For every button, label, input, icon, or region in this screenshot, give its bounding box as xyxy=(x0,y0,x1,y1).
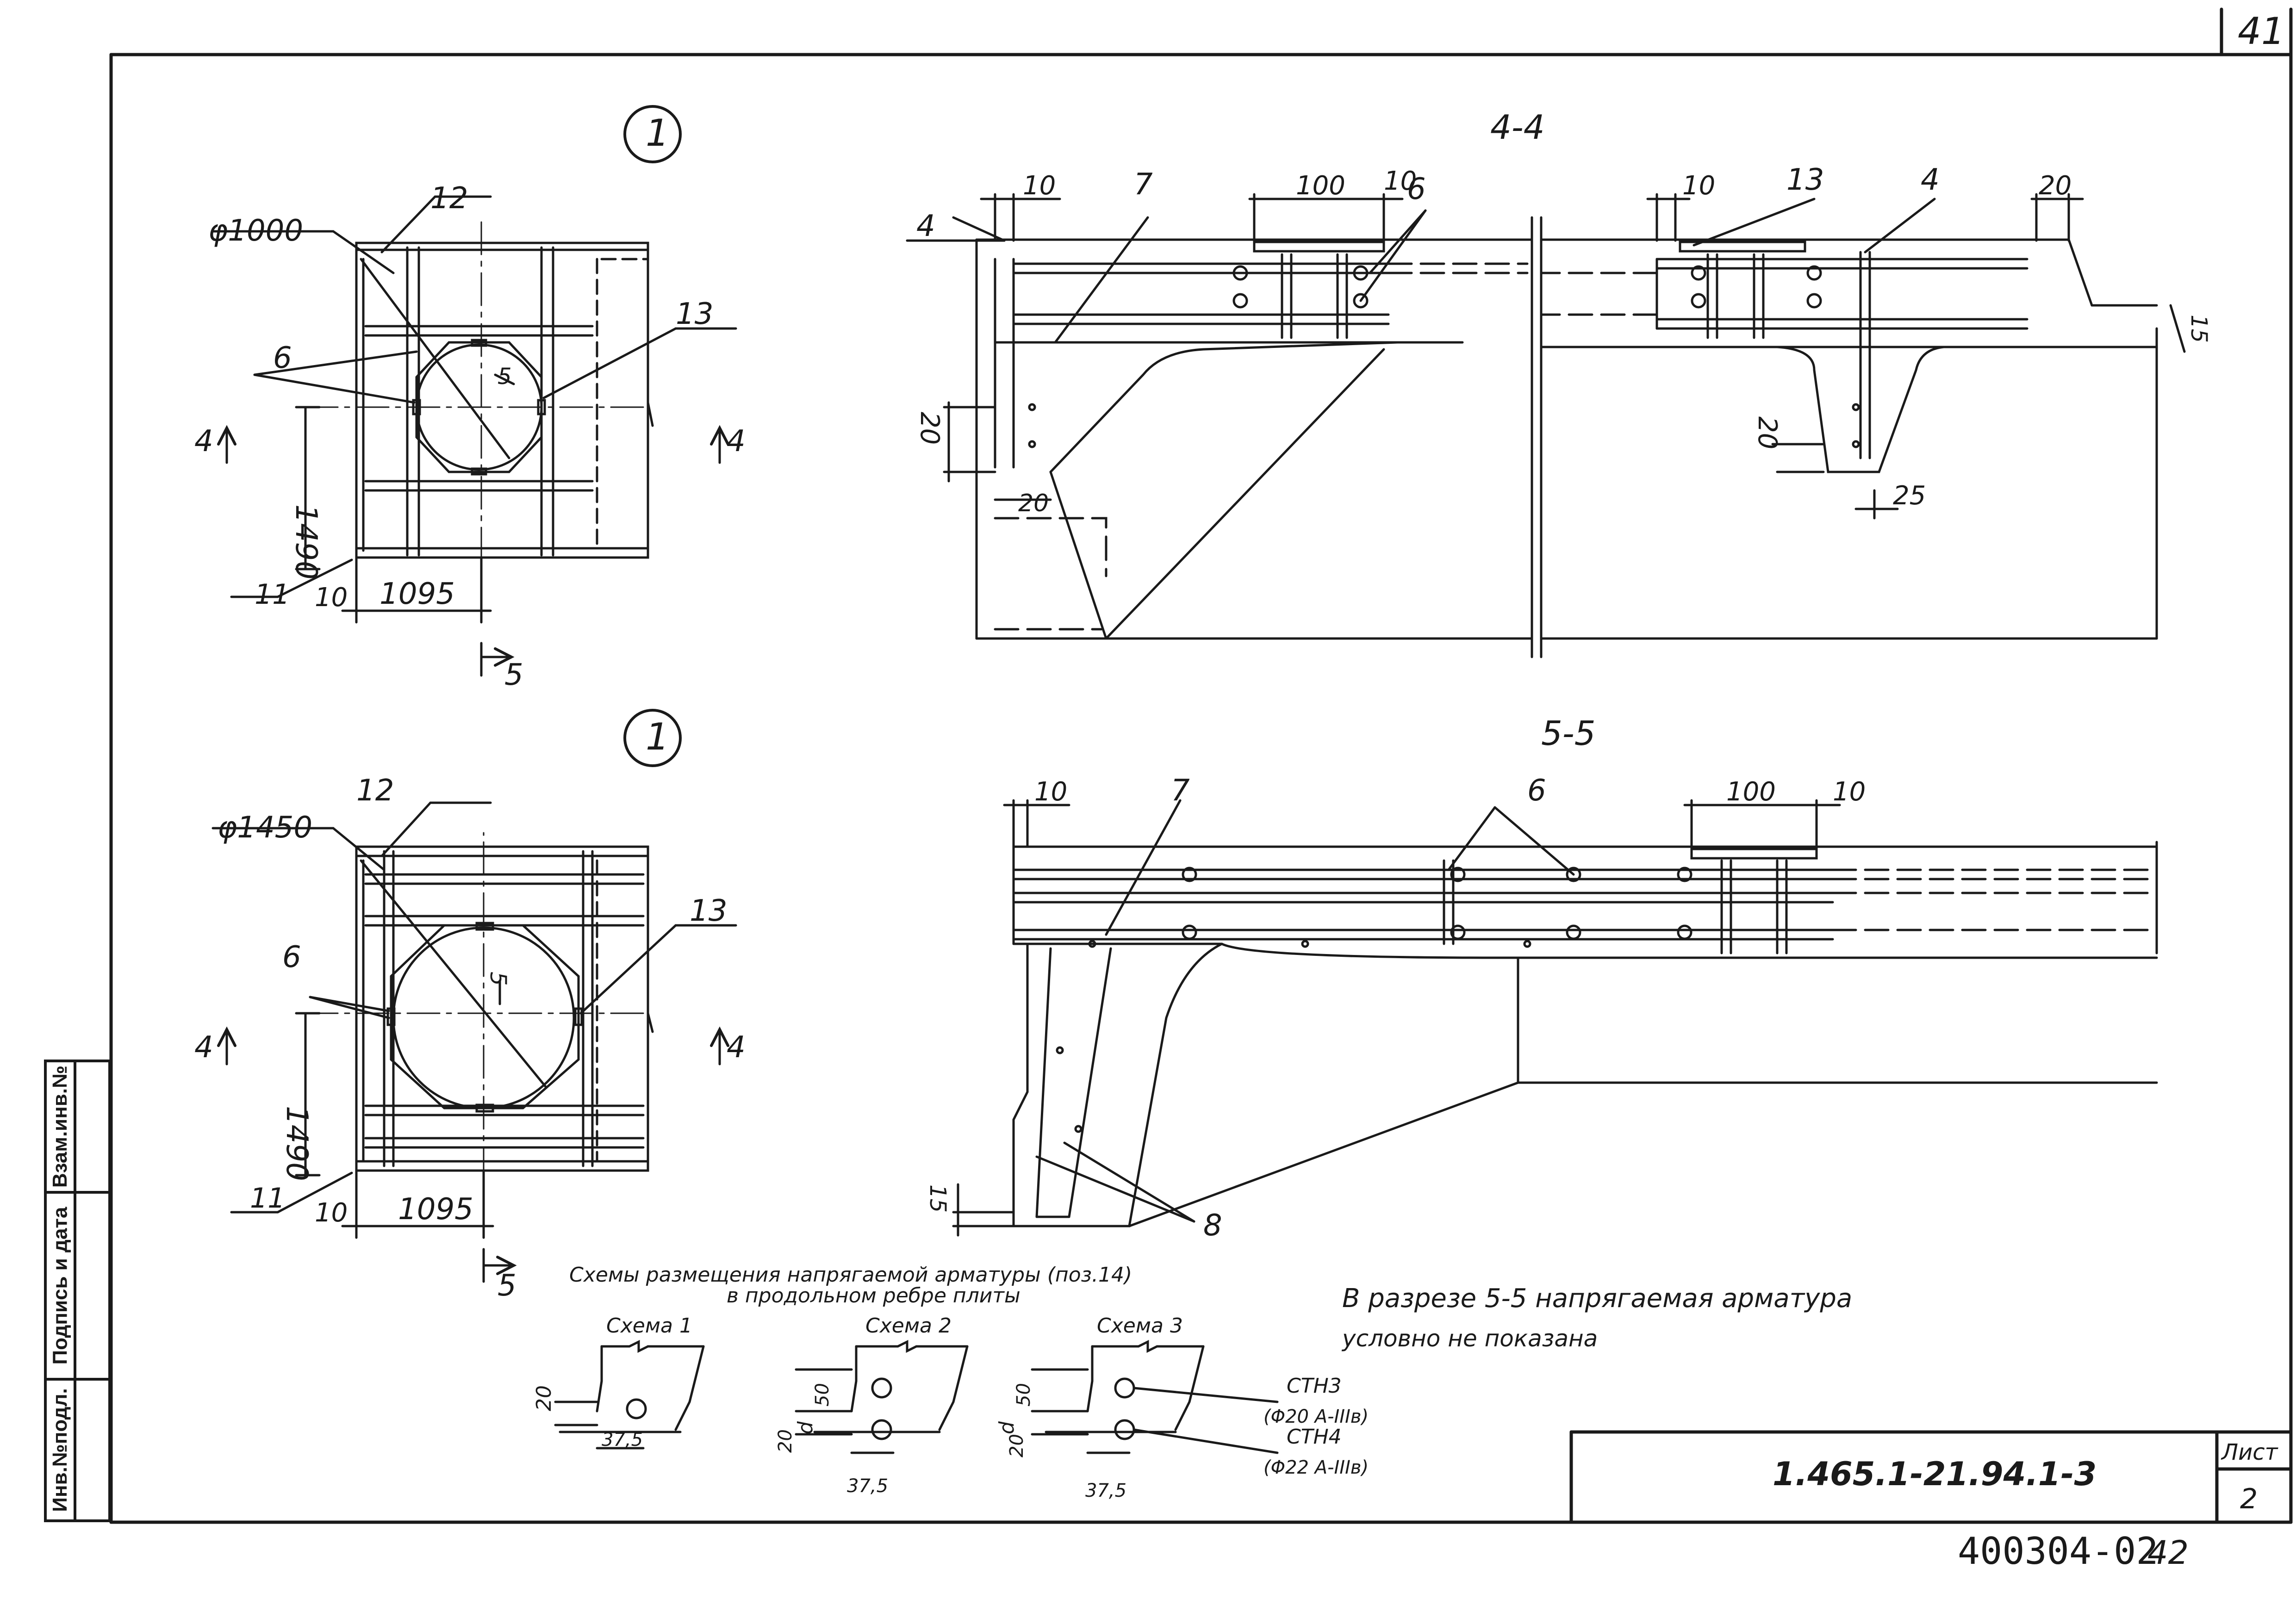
scheme-3-dim-50: 50 xyxy=(1013,1383,1034,1407)
side-stamp-signature-date: Подпись и дата xyxy=(44,1191,111,1381)
section-5-5-title: 5-5 xyxy=(1541,714,1596,753)
section-4-4-dim-10-c: 10 xyxy=(1682,171,1715,201)
scheme-3-title: Схема 3 xyxy=(1097,1314,1183,1338)
node-bottom-cut-5: 5 xyxy=(498,1269,516,1303)
node-top-cut-5: 5 xyxy=(504,658,523,692)
note-line-2: условно не показана xyxy=(1341,1325,1598,1352)
node-top-pos-13: 13 xyxy=(676,297,713,331)
node-top-pos-12: 12 xyxy=(430,181,468,216)
scheme-1-dim-375: 37,5 xyxy=(602,1429,643,1450)
node-top-cut-4-left: 4 xyxy=(194,424,213,459)
scheme-label-stn4: СТН4 xyxy=(1287,1425,1342,1449)
note-line-1: В разрезе 5-5 напрягаемая арматура xyxy=(1342,1283,1852,1314)
inventory-page: 42 xyxy=(2147,1534,2189,1572)
node-top-pos-11: 11 xyxy=(255,578,290,611)
node-bottom-pos-13: 13 xyxy=(690,894,727,928)
section-4-4-pos-13: 13 xyxy=(1786,163,1824,197)
inventory-stamp: 400304-02 xyxy=(1958,1530,2158,1573)
section-4-4-dim-15: 15 xyxy=(2186,315,2212,343)
section-5-5-dim-15: 15 xyxy=(925,1184,951,1213)
node-top-dim-1095: 1095 xyxy=(380,577,455,611)
sheet-frame xyxy=(109,7,2293,1524)
scheme-3-dim-d: d xyxy=(995,1421,1019,1434)
scheme-2-dim-20: 20 xyxy=(775,1429,796,1453)
node-bottom-pos-12: 12 xyxy=(356,774,394,808)
node-bottom-pos-6: 6 xyxy=(282,940,301,974)
node-bottom-pos-11: 11 xyxy=(250,1182,285,1215)
node-top-marker: 1 xyxy=(646,112,669,155)
schemes-heading-1: Схемы размещения напрягаемой арматуры (п… xyxy=(569,1263,1132,1287)
node-bottom-marker: 1 xyxy=(646,715,669,758)
section-5-5-pos-8: 8 xyxy=(1203,1209,1222,1243)
node-bottom-dim-1490: 1490 xyxy=(280,1106,314,1181)
section-4-4-title: 4-4 xyxy=(1490,108,1545,147)
sheet-number: 2 xyxy=(2240,1483,2258,1515)
section-4-4-pos-4-right: 4 xyxy=(1921,163,1940,197)
node-bottom-cut-4-right: 4 xyxy=(727,1030,746,1065)
section-4-4-dim-20-bottom: 20 xyxy=(1018,490,1049,517)
node-top-diameter: φ1000 xyxy=(208,214,303,248)
node-bottom-diameter: φ1450 xyxy=(218,811,312,845)
section-4-4-pos-6: 6 xyxy=(1407,172,1426,206)
schemes-drawing xyxy=(554,1339,1279,1454)
sheet-text: 41 1.465.1-21.94.1-3 Лист 2 400304-02 42… xyxy=(194,10,2285,1573)
node-top-pos-6: 6 xyxy=(273,341,292,375)
scheme-1-dim-20: 20 xyxy=(532,1385,556,1411)
scheme-2-dim-d: d xyxy=(794,1421,817,1434)
scheme-2-dim-50: 50 xyxy=(812,1383,833,1407)
section-5-5-dim-100: 100 xyxy=(1726,777,1776,807)
node-bottom-dim-10: 10 xyxy=(315,1198,348,1228)
side-stamp-inv-original: Инв.№подл. xyxy=(44,1378,111,1522)
section-4-4-dim-10-a: 10 xyxy=(1023,171,1056,201)
scheme-label-stn4-spec: (Φ22 A-IIIв) xyxy=(1263,1457,1369,1478)
scheme-1-title: Схема 1 xyxy=(606,1314,692,1338)
document-code: 1.465.1-21.94.1-3 xyxy=(1773,1455,2097,1493)
node-top-dim-5: 5 xyxy=(498,364,512,390)
node-bottom-plan xyxy=(212,709,737,1283)
section-4-4-pos-4-left: 4 xyxy=(916,209,935,243)
node-top-cut-4-right: 4 xyxy=(727,424,746,459)
section-5-5-pos-6: 6 xyxy=(1527,774,1546,808)
side-stamp: Взам.инв.№ Подпись и дата Инв.№подл. xyxy=(44,1060,111,1522)
section-4-4-dim-20-right: 20 xyxy=(1752,416,1782,449)
side-stamp-replaced-inv: Взам.инв.№ xyxy=(44,1060,111,1194)
scheme-label-stn3-spec: (Φ20 A-IIIв) xyxy=(1263,1406,1369,1427)
node-bottom-dim-5: 5 xyxy=(485,972,511,986)
sheet-label: Лист xyxy=(2221,1439,2279,1465)
section-5-5-pos-7: 7 xyxy=(1171,774,1190,808)
section-4-4-pos-7: 7 xyxy=(1134,167,1153,202)
section-5-5-dim-10: 10 xyxy=(1034,777,1067,807)
scheme-label-stn3: СТН3 xyxy=(1287,1374,1342,1398)
section-4-4-dim-20-left: 20 xyxy=(915,412,945,445)
node-bottom-cut-4-left: 4 xyxy=(194,1030,213,1065)
node-bottom-dim-1095: 1095 xyxy=(398,1192,473,1227)
section-4-4-dim-10-b: 10 xyxy=(1384,166,1417,196)
section-5-5-drawing xyxy=(952,799,2158,1237)
section-4-4-drawing xyxy=(906,193,2186,658)
section-5-5-dim-10-b: 10 xyxy=(1833,777,1866,807)
page-number: 41 xyxy=(2238,10,2285,53)
section-4-4-dim-25: 25 xyxy=(1893,481,1926,511)
schemes-heading-2: в продольном ребре плиты xyxy=(727,1284,1020,1308)
node-top-plan xyxy=(212,105,737,677)
scheme-3-dim-20: 20 xyxy=(1006,1434,1027,1457)
scheme-2-dim-375: 37,5 xyxy=(847,1475,888,1497)
scheme-3-dim-375: 37,5 xyxy=(1085,1480,1126,1501)
section-4-4-dim-20-top: 20 xyxy=(2039,171,2072,201)
section-4-4-dim-100: 100 xyxy=(1296,171,1345,201)
node-top-dim-1490: 1490 xyxy=(289,504,323,580)
node-top-dim-10: 10 xyxy=(315,583,348,613)
scheme-2-title: Схема 2 xyxy=(865,1314,952,1338)
